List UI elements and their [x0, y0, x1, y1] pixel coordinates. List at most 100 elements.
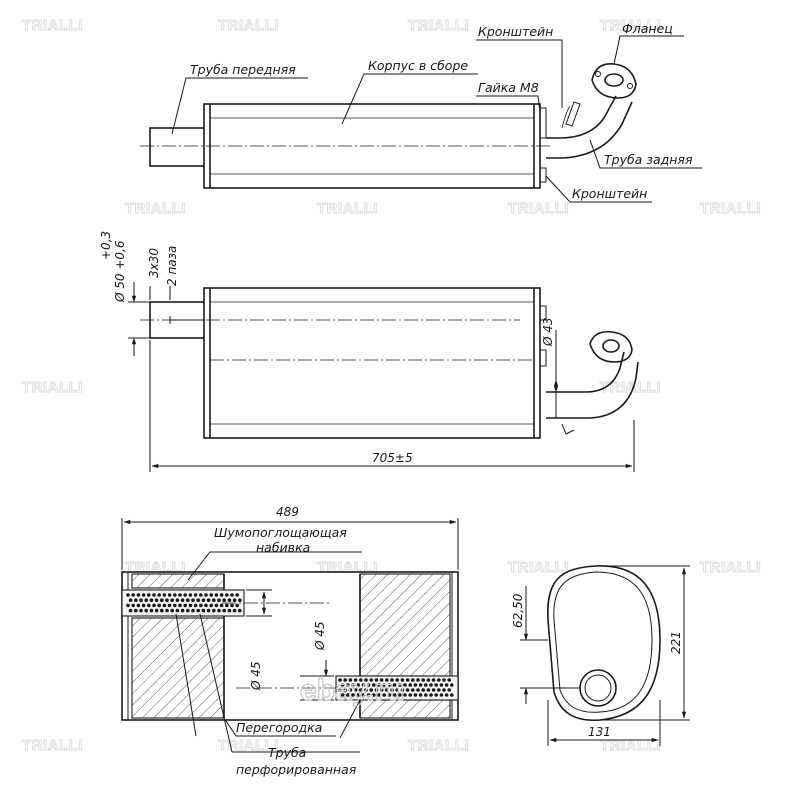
perforation-hole — [411, 678, 415, 682]
perforation-hole — [434, 693, 439, 697]
dim-pipe-diameter-b: Ø 45 — [313, 621, 327, 651]
perforation-hole — [147, 593, 151, 597]
perforation-hole — [175, 598, 180, 602]
perforation-hole — [235, 603, 239, 608]
perforation-hole — [429, 693, 433, 697]
perforation-hole — [413, 683, 418, 687]
perforation-hole — [369, 678, 374, 682]
perforation-hole — [180, 608, 185, 613]
perforation-hole — [128, 598, 133, 602]
perforation-hole — [403, 683, 407, 687]
perforation-hole — [170, 598, 174, 602]
label-front-pipe: Труба передняя — [190, 62, 296, 77]
outlet-pipe — [546, 351, 625, 393]
perforation-hole — [429, 683, 433, 687]
watermark: TRIALLI — [508, 559, 569, 576]
perforation-hole — [201, 598, 206, 602]
watermark: TRIALLI — [218, 737, 279, 754]
label-partition: Перегородка — [236, 720, 322, 735]
perforation-hole — [126, 603, 130, 608]
perforation-hole — [392, 683, 397, 687]
perforation-hole — [395, 688, 400, 692]
perforation-hole — [196, 598, 200, 602]
perforation-hole — [379, 688, 384, 692]
perforation-hole — [343, 678, 348, 682]
perforation-hole — [348, 678, 353, 682]
perforation-hole — [238, 598, 242, 602]
perforation-hole — [222, 598, 226, 602]
flange — [591, 63, 637, 99]
flange-side — [589, 330, 633, 363]
perforation-hole — [160, 608, 164, 613]
perforation-hole — [219, 593, 224, 597]
perforation-hole — [225, 593, 229, 597]
perforation-hole — [374, 678, 379, 682]
perforation-hole — [379, 678, 384, 682]
perforation-hole — [416, 688, 420, 692]
dim-height: 221 — [669, 631, 683, 654]
perforation-hole — [178, 593, 182, 597]
perforation-hole — [346, 683, 350, 687]
housing-side — [203, 287, 541, 439]
label-nut: Гайка М8 — [478, 80, 539, 95]
perforation-hole — [201, 608, 206, 613]
perforation-hole — [444, 693, 449, 697]
watermark: TRIALLI — [22, 17, 83, 34]
front-pipe — [149, 127, 207, 167]
perforation-hole — [160, 598, 164, 602]
perforation-hole — [139, 598, 143, 602]
perforation-hole — [196, 608, 200, 613]
perforation-hole — [204, 593, 208, 597]
watermark: TRIALLI — [600, 17, 661, 34]
perforation-hole — [136, 603, 141, 608]
perforation-hole — [356, 693, 361, 697]
perforation-hole — [149, 608, 154, 613]
perforation-hole — [442, 678, 446, 682]
label-bracket-top: Кронштейн — [478, 24, 553, 39]
perforation-hole — [157, 603, 161, 608]
perforation-hole — [400, 688, 405, 692]
perforation-hole — [442, 688, 446, 692]
perforation-hole — [154, 598, 159, 602]
perforation-hole — [134, 598, 138, 602]
perforation-hole — [154, 608, 159, 613]
perforation-hole — [170, 608, 174, 613]
watermark: TRIALLI — [22, 379, 83, 396]
perforation-hole — [173, 593, 177, 597]
label-flange: Фланец — [622, 21, 673, 36]
perforation-hole — [444, 683, 449, 687]
perforation-hole — [232, 598, 237, 602]
perforation-hole — [191, 598, 195, 602]
perforation-hole — [141, 593, 146, 597]
perforation-hole — [392, 693, 397, 697]
perforation-hole — [377, 693, 381, 697]
perforation-hole — [152, 603, 156, 608]
perforation-hole — [353, 678, 358, 682]
perforation-hole — [434, 683, 439, 687]
perforation-hole — [431, 678, 436, 682]
dim-slots-count: 3x30 — [147, 248, 161, 278]
perforation-hole — [390, 688, 394, 692]
section-view: 489 Ø 45 Ø 45 — [121, 505, 459, 777]
perforation-hole — [400, 678, 405, 682]
perforation-hole — [366, 693, 371, 697]
side-view: +0,3 Ø 50 +0,6 3x30 2 паза Ø 43 705±5 — [99, 231, 639, 472]
watermark: TRIALLI — [700, 559, 761, 576]
perforation-hole — [175, 608, 180, 613]
perforation-hole — [180, 598, 185, 602]
perforation-hole — [405, 688, 410, 692]
perforation-hole — [366, 683, 371, 687]
perforation-hole — [377, 683, 381, 687]
perforation-hole — [149, 598, 154, 602]
perforation-hole — [183, 593, 187, 597]
perforation-hole — [144, 598, 148, 602]
watermark: TRIALLI — [408, 17, 469, 34]
perforation-hole — [199, 603, 203, 608]
perforation-hole — [361, 693, 366, 697]
watermark: TRIALLI — [218, 17, 279, 34]
perforation-hole — [424, 693, 428, 697]
perforation-hole — [126, 593, 130, 597]
dim-inlet-diameter: Ø 50 +0,6 — [113, 240, 127, 303]
perforation-hole — [437, 678, 441, 682]
